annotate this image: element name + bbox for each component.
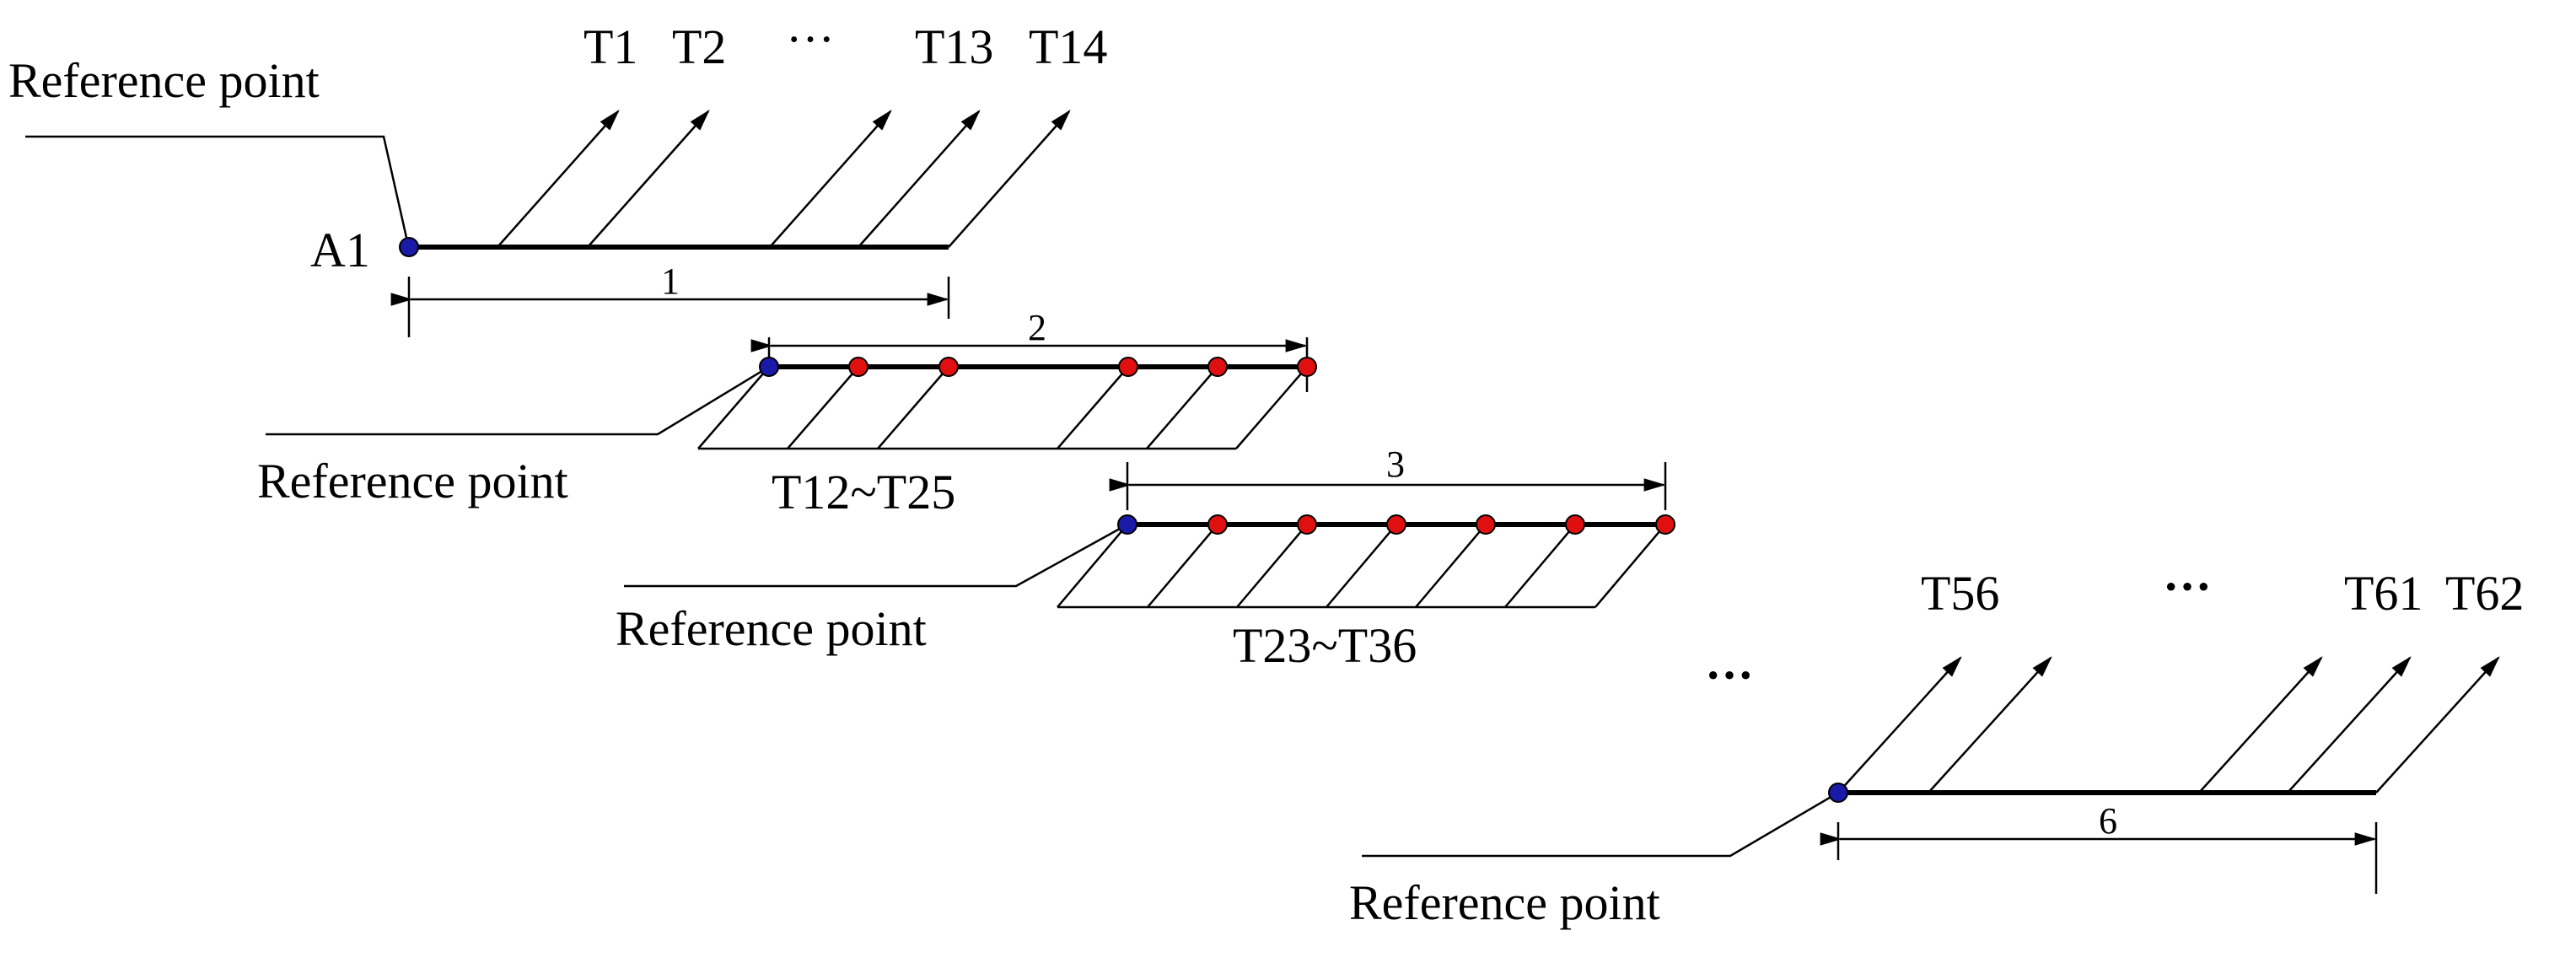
stage1-node-label: A1 — [310, 223, 370, 277]
stage2-reference-node — [759, 357, 779, 377]
stage1-tendon-arrows — [497, 110, 1071, 248]
stage3-node — [1207, 514, 1228, 535]
tendon-arrow-t1 — [497, 110, 620, 248]
stage-6: T56 ··· T61 T62 Reference point 6 — [1349, 559, 2524, 930]
tendon-label-t1: T1 — [583, 19, 637, 74]
tendon-arrow-t60 — [2198, 656, 2323, 794]
tendon-arrow-t56 — [1837, 656, 1962, 794]
stage3-reference-label: Reference point — [616, 601, 927, 656]
stage2-reference-leader — [266, 365, 770, 436]
tendon-arrow-end — [948, 110, 1071, 248]
tendon-arrow-t61 — [2287, 656, 2412, 794]
tendon-arrow-t62 — [2375, 656, 2500, 794]
tendon-arrow-t57 — [1928, 656, 2052, 794]
stage1-reference-label: Reference point — [8, 53, 320, 108]
stage3-range-label: T23~T36 — [1233, 618, 1417, 673]
stage2-node — [1297, 357, 1317, 377]
stage3-reference-node — [1117, 514, 1137, 535]
stage1-reference-node — [399, 237, 419, 257]
stage-gap-ellipsis: ··· — [1705, 648, 1754, 702]
stage2-node — [1207, 357, 1228, 377]
stage-1: Reference point A1 T1 T2 ··· T13 T14 1 — [8, 12, 1107, 337]
stage3-tendon-hatch — [1057, 524, 1666, 609]
stage3-dimension: 3 — [1109, 444, 1667, 510]
stage6-reference-node — [1828, 783, 1848, 803]
stage2-reference-label: Reference point — [257, 454, 568, 508]
stage2-node — [1118, 357, 1138, 377]
stage-3: 3 Reference point T23~T36 — [616, 444, 1675, 673]
stage6-reference-leader — [1362, 791, 1839, 858]
stage3-dimension-label: 3 — [1386, 444, 1405, 485]
tendon-label-t13: T13 — [915, 19, 993, 74]
tendon-label-ellipsis-6: ··· — [2163, 559, 2212, 614]
tendon-arrow-t13 — [769, 110, 892, 248]
stage2-tendon-hatch — [697, 366, 1308, 450]
stage1-reference-leader — [25, 135, 411, 250]
tendon-label-t14: T14 — [1029, 19, 1107, 74]
stage2-dimension: 2 — [750, 307, 1309, 392]
tendon-label-t62: T62 — [2445, 566, 2524, 621]
tendon-label-t61: T61 — [2344, 566, 2423, 621]
stage6-tendon-arrows — [1837, 656, 2500, 794]
stage2-node — [938, 357, 959, 377]
tendon-label-t56: T56 — [1921, 566, 1999, 621]
stage3-node — [1476, 514, 1496, 535]
stage3-node — [1565, 514, 1585, 535]
tendon-label-ellipsis: ··· — [786, 12, 835, 67]
stage1-dimension: 1 — [390, 261, 950, 337]
stage3-reference-leader — [624, 523, 1128, 588]
stage2-node — [848, 357, 869, 377]
tendon-arrow-t14 — [858, 110, 981, 248]
stage3-node — [1655, 514, 1675, 535]
stage6-dimension-label: 6 — [2099, 800, 2117, 842]
stage6-reference-label: Reference point — [1349, 875, 1660, 930]
stage-2: 2 Reference point T12~T25 — [257, 307, 1317, 519]
stage6-dimension: 6 — [1820, 800, 2378, 894]
tendon-arrow-t2 — [587, 110, 710, 248]
stage2-dimension-label: 2 — [1028, 307, 1046, 348]
stage2-range-label: T12~T25 — [772, 465, 955, 519]
tendon-label-t2: T2 — [672, 19, 726, 74]
stage1-dimension-label: 1 — [661, 261, 680, 302]
stage3-node — [1386, 514, 1406, 535]
stage3-node — [1297, 514, 1317, 535]
